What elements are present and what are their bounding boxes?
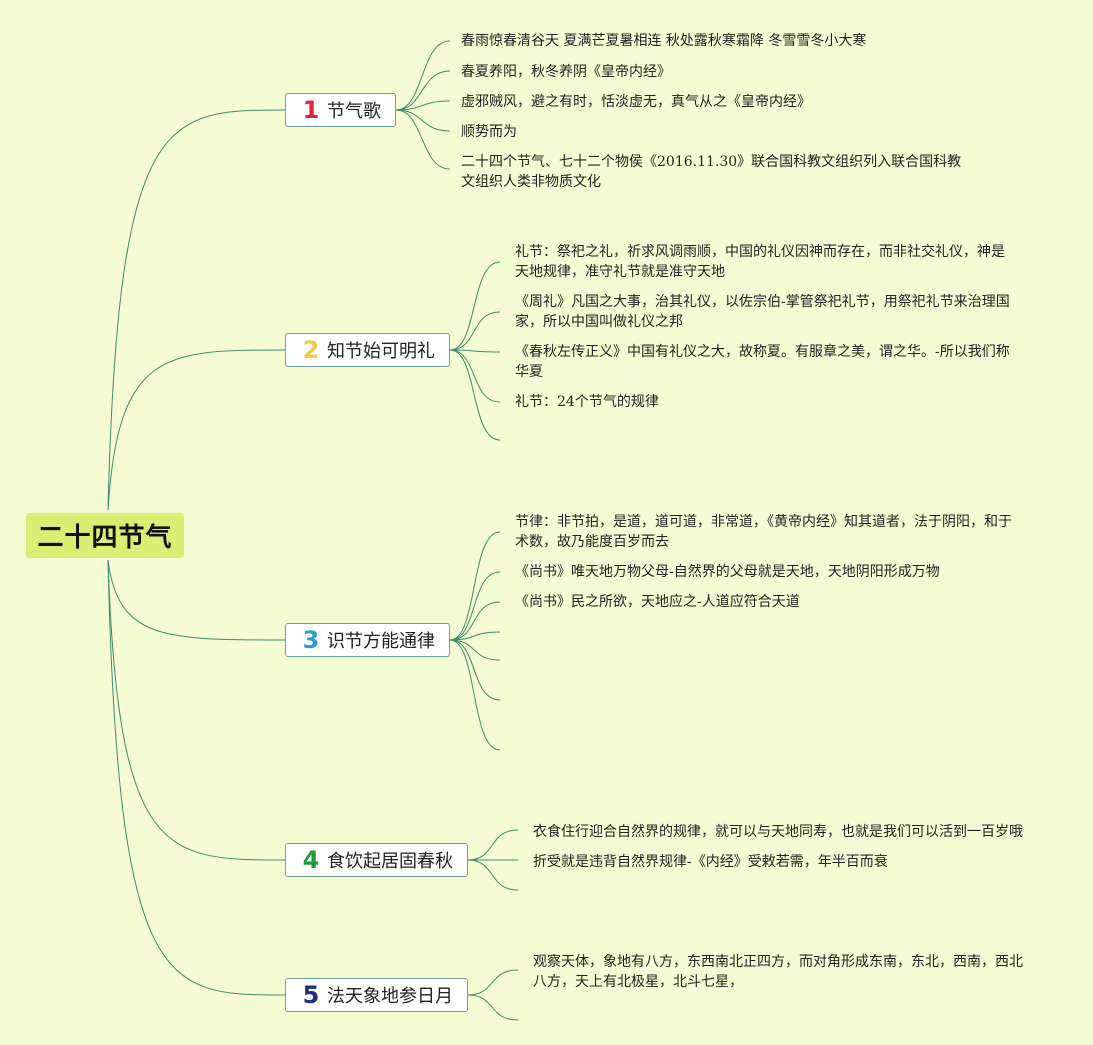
- connector-line: [449, 639, 501, 701]
- leaf-topic[interactable]: 顺势而为: [461, 124, 517, 140]
- connector-line: [107, 559, 286, 861]
- connector-line: [107, 109, 286, 511]
- connector-line: [467, 829, 519, 861]
- number-1-icon: 1: [302, 96, 320, 124]
- branch-topic-5[interactable]: 5 法天象地参日月: [285, 978, 468, 1012]
- branch-topic-2[interactable]: 2 知节始可明礼: [285, 333, 450, 367]
- connector-line: [449, 639, 501, 751]
- connector-line: [449, 349, 501, 353]
- leaf-topic[interactable]: 《尚书》唯天地万物父母-自然界的父母就是天地，天地阴阳形成万物: [515, 564, 940, 580]
- connector-line: [449, 531, 501, 641]
- connector-line: [449, 631, 501, 641]
- leaf-topic[interactable]: 礼节：祭祀之礼，祈求风调雨顺，中国的礼仪因神而存在，而非社交礼仪，神是天地规律，…: [515, 244, 1005, 280]
- branch-topic-4[interactable]: 4 食饮起居固春秋: [285, 843, 468, 877]
- connector-line: [395, 109, 451, 132]
- connector-line: [449, 571, 501, 641]
- connector-line: [395, 109, 451, 170]
- leaf-topic[interactable]: 礼节：24个节气的规律: [515, 394, 659, 410]
- number-2-icon: 2: [302, 336, 320, 364]
- connector-line: [395, 100, 451, 111]
- branch-label: 知节始可明礼: [327, 341, 435, 362]
- connector-line: [449, 261, 501, 351]
- connector-line: [467, 859, 519, 891]
- connector-line: [449, 601, 501, 641]
- connector-line: [395, 40, 451, 111]
- leaf-topic[interactable]: 春雨惊春清谷天 夏满芒夏暑相连 秋处露秋寒霜降 冬雪雪冬小大寒: [461, 33, 867, 49]
- branch-label: 食饮起居固春秋: [327, 851, 453, 872]
- connector-line: [449, 349, 501, 441]
- leaf-topic[interactable]: 春夏养阳，秋冬养阴《皇帝内经》: [461, 64, 671, 80]
- connector-line: [395, 70, 451, 111]
- connector-line: [467, 994, 519, 1021]
- branch-topic-1[interactable]: 1 节气歌: [285, 93, 396, 127]
- leaf-topic[interactable]: 《春秋左传正义》中国有礼仪之大，故称夏。有服章之美，谓之华。-所以我们称华夏: [515, 344, 1010, 380]
- branch-label: 节气歌: [327, 101, 381, 122]
- leaf-topic[interactable]: 节律：非节拍，是道，道可道，非常道，《黄帝内经》知其道者，法于阴阳，和于术数，故…: [515, 514, 1012, 550]
- branch-topic-3[interactable]: 3 识节方能通律: [285, 623, 450, 657]
- leaf-topic[interactable]: 观察天体，象地有八方，东西南北正四方，而对角形成东南，东北，西南，西北八方，天上…: [533, 954, 1023, 990]
- leaf-topic[interactable]: 《周礼》凡国之大事，治其礼仪，以佐宗伯-掌管祭祀礼节，用祭祀礼节来治理国家，所以…: [515, 294, 1010, 330]
- connector-line: [467, 969, 519, 996]
- connector-line: [449, 639, 501, 661]
- number-3-icon: 3: [302, 626, 320, 654]
- branch-label: 法天象地参日月: [327, 986, 453, 1007]
- leaf-topic[interactable]: 虚邪贼风，避之有时，恬淡虚无，真气从之《皇帝内经》: [461, 94, 811, 110]
- leaf-topic[interactable]: 《尚书》民之所欲，天地应之-人道应符合天道: [515, 594, 800, 610]
- connector-line: [107, 349, 286, 511]
- leaf-topic[interactable]: 折受就是违背自然界规律-《内经》受敕若需，年半百而衰: [533, 854, 888, 870]
- leaf-topic[interactable]: 二十四个节气、七十二个物侯《2016.11.30》联合国科教文组织列入联合国科教…: [461, 154, 962, 190]
- branch-label: 识节方能通律: [327, 631, 435, 652]
- connector-line: [449, 311, 501, 351]
- number-5-icon: 5: [302, 981, 320, 1009]
- number-4-icon: 4: [302, 846, 320, 874]
- connector-line: [107, 559, 286, 641]
- root-topic[interactable]: 二十四节气: [26, 513, 184, 558]
- leaf-topic[interactable]: 衣食住行迎合自然界的规律，就可以与天地同寿，也就是我们可以活到一百岁哦: [533, 824, 1023, 840]
- connector-line: [107, 559, 286, 996]
- connector-line: [449, 349, 501, 403]
